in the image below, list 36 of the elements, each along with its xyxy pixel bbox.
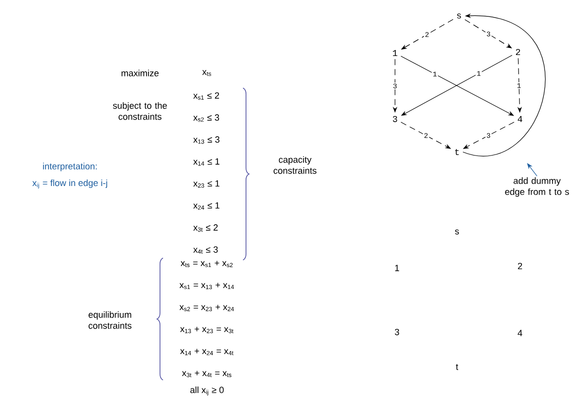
constraint-formula: x$_{4t}$ ≤ 3 <box>193 246 218 254</box>
constraint-formula: x$_{23}$ ≤ 1 <box>193 180 220 188</box>
vertex-label: 1 <box>395 264 400 272</box>
vertex-label: 2 <box>516 49 520 56</box>
vertex-label: 3 <box>392 116 398 122</box>
vertex-label: t <box>456 364 458 370</box>
vertex-label: 4 <box>518 116 522 122</box>
note-text: x$_{ij}$ = flow in edge i-j <box>32 180 108 188</box>
vertex-label: 3 <box>394 328 400 336</box>
constraint-formula: x$_{s1}$ = x$_{13}$ + x$_{14}$ <box>180 282 234 290</box>
vertex-label: s <box>457 14 461 18</box>
constraint-formula: x$_{ts}$ = x$_{s1}$ + x$_{s2}$ <box>180 260 233 268</box>
constraint-formula: x$_{3t}$ ≤ 2 <box>193 224 218 232</box>
brace-label: equilibrium constraints <box>88 311 132 329</box>
objective-label: maximize <box>122 70 159 76</box>
constraint-formula: x$_{s2}$ = x$_{23}$ + x$_{24}$ <box>180 304 234 312</box>
annotation-text: add dummy edge from t to s <box>505 177 569 197</box>
constraint-formula: x$_{s2}$ ≤ 3 <box>193 114 220 122</box>
constraint-formula: x$_{14}$ + x$_{24}$ = x$_{4t}$ <box>180 348 234 356</box>
leader-line <box>527 163 538 176</box>
constraints-heading: subject to the constraints <box>113 102 167 120</box>
constraint-formula: x$_{13}$ + x$_{23}$ = x$_{3t}$ <box>180 326 234 334</box>
constraint-formula: x$_{13}$ ≤ 3 <box>193 136 220 144</box>
vertex-label: 2 <box>518 262 522 270</box>
brace-label: capacity constraints <box>274 156 316 174</box>
vertex-label: 1 <box>392 50 398 56</box>
vertex-label: t <box>455 148 459 156</box>
constraint-formula: all x$_{ij}$ ≥ 0 <box>190 386 224 396</box>
constraint-formula: x$_{24}$ ≤ 1 <box>193 202 220 210</box>
constraint-formula: x$_{s1}$ ≤ 2 <box>193 92 220 100</box>
constraint-formula: x$_{14}$ ≤ 1 <box>193 158 220 166</box>
constraint-formula: x$_{3t}$ + x$_{4t}$ = x$_{ts}$ <box>182 370 232 378</box>
vertex-label: 4 <box>518 330 522 336</box>
objective-variable: x$_{ts}$ <box>202 70 212 76</box>
vertex-label: s <box>455 230 459 234</box>
note-text: interpretation: <box>43 162 97 172</box>
